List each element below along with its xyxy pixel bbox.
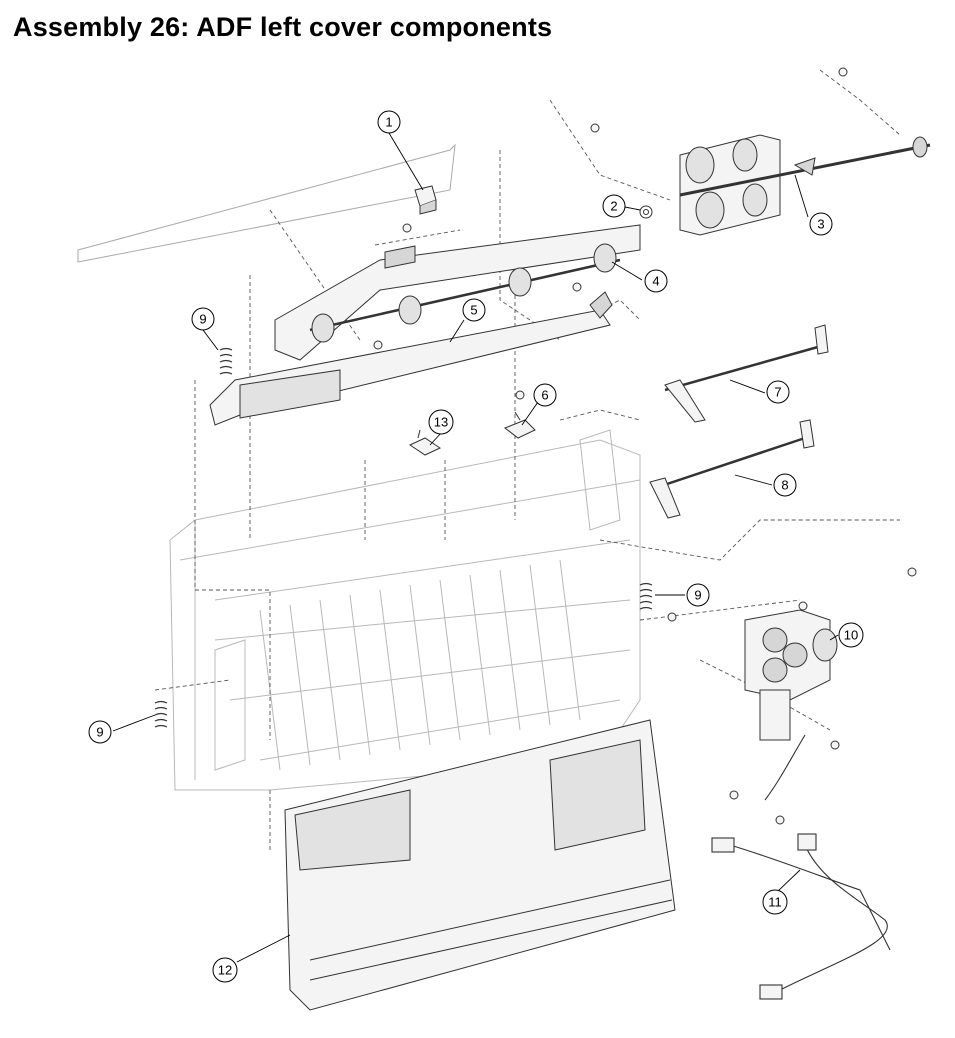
part-3-pick-roller-assembly: [679, 134, 931, 236]
mounting-screws: [373, 67, 917, 825]
part-10-drive-gear-assembly: [744, 609, 838, 741]
callout-10: 10: [838, 622, 864, 648]
callout-6: 6: [533, 383, 557, 407]
callout-12-label: 12: [218, 963, 232, 978]
callout-12: 12: [212, 957, 238, 983]
part-11-cable-harness: [711, 734, 891, 1000]
callout-leaders: [112, 132, 839, 963]
callout-3: 3: [809, 212, 833, 236]
callout-11-label: 11: [768, 895, 782, 910]
callout-7-label: 7: [774, 385, 781, 400]
callout-5-label: 5: [470, 303, 477, 318]
callout-9c: 9: [88, 720, 112, 744]
callout-10-label: 10: [844, 628, 858, 643]
part-7-actuator-shaft: [664, 324, 829, 423]
callout-9a: 9: [191, 307, 215, 331]
callout-9a-label: 9: [199, 312, 206, 327]
callout-4: 4: [644, 269, 668, 293]
callout-8-label: 8: [781, 478, 788, 493]
callout-9c-label: 9: [96, 725, 103, 740]
assembly-leader-lines: [154, 69, 901, 850]
part-5-separator-guide: [209, 291, 613, 426]
callout-6-label: 6: [541, 388, 548, 403]
callout-8: 8: [773, 473, 797, 497]
callout-5: 5: [462, 298, 486, 322]
page-title: Assembly 26: ADF left cover components: [13, 12, 553, 42]
callout-1: 1: [377, 110, 401, 134]
part-12-lower-cover: [284, 719, 676, 1011]
left-cover-frame: [169, 429, 641, 791]
callout-9b: 9: [686, 583, 710, 607]
top-cover-plate: [77, 143, 456, 263]
callout-11: 11: [762, 889, 788, 915]
callout-9b-label: 9: [694, 588, 701, 603]
part-1-sensor: [414, 185, 437, 215]
callout-13-label: 13: [434, 415, 448, 430]
part-4-feed-roller-shaft: [274, 224, 641, 361]
part-13-guide-clip: [408, 429, 442, 456]
callout-4-label: 4: [652, 274, 659, 289]
part-9-springs: [154, 347, 653, 728]
callout-13: 13: [428, 409, 454, 435]
callout-1-label: 1: [385, 115, 392, 130]
part-6-actuator: [503, 411, 536, 439]
callout-7: 7: [766, 380, 790, 404]
callout-2-label: 2: [610, 199, 617, 214]
part-2-e-clip: [639, 205, 653, 219]
callout-3-label: 3: [817, 217, 824, 232]
callout-2: 2: [602, 194, 626, 218]
part-8-actuator-shaft: [649, 419, 815, 519]
